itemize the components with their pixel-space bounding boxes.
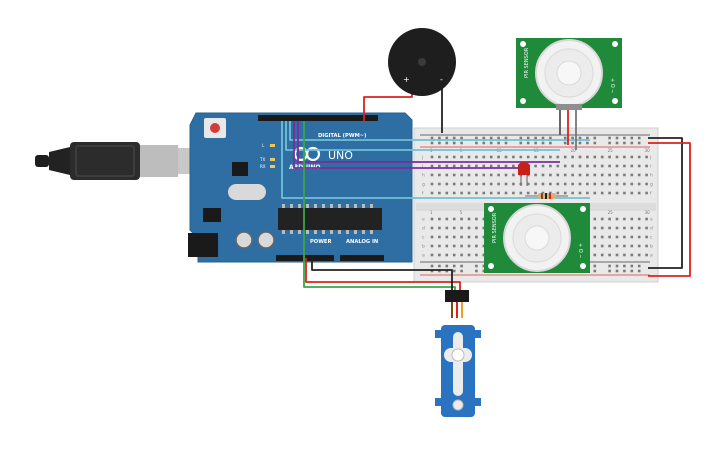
row-letter: g: [422, 183, 425, 188]
power-jack[interactable]: [188, 233, 218, 257]
led-label-l: L: [262, 143, 265, 148]
wire-cyan: [281, 121, 590, 199]
led-indicators: L TX RX: [259, 143, 275, 169]
row-letter: e: [422, 218, 425, 223]
pir-sensor[interactable]: PIR SENSOR + O −: [516, 38, 622, 110]
row-letter: d: [650, 226, 653, 232]
pir-sensor[interactable]: PIR SENSOR + O −: [484, 203, 590, 273]
pir-pins-label: + O −: [609, 78, 615, 94]
led-label-rx: RX: [260, 164, 266, 169]
buzzer-minus-label: -: [440, 75, 443, 84]
row-letter: b: [650, 244, 653, 250]
column-number: 25: [608, 148, 614, 153]
column-number: 30: [645, 210, 651, 215]
row-letter: f: [650, 191, 652, 197]
wires: [281, 84, 691, 298]
digital-header[interactable]: [258, 115, 378, 121]
pir-pins-label: + O −: [577, 243, 583, 259]
atmega-chip: [278, 208, 382, 230]
row-letter: d: [422, 226, 425, 232]
row-letter: j: [421, 155, 423, 161]
pir-label: PIR SENSOR: [524, 47, 530, 78]
row-letter: c: [422, 236, 425, 241]
column-number: 30: [645, 148, 651, 153]
pir-label: PIR SENSOR: [492, 212, 498, 243]
power-header-label: POWER: [310, 239, 331, 245]
column-number: 25: [608, 210, 614, 215]
analog-header[interactable]: [340, 255, 384, 261]
column-number: 1: [430, 210, 433, 215]
row-letter: h: [422, 173, 425, 179]
led-label-tx: TX: [259, 157, 265, 162]
resistor[interactable]: [525, 193, 568, 199]
arduino-uno[interactable]: L TX RX ARDUINO UNO DIGITAL (PWM~) POWER…: [188, 112, 413, 263]
usb-cable: [35, 142, 200, 180]
row-letter: j: [649, 155, 651, 161]
capacitor: [235, 231, 253, 249]
wire-cyan: [289, 121, 590, 141]
digital-header-label: DIGITAL (PWM~): [318, 133, 366, 139]
column-number: 5: [460, 210, 463, 215]
capacitor: [257, 231, 275, 249]
wire-black: [311, 258, 453, 298]
row-letter: a: [422, 254, 425, 259]
arduino-logo: [293, 146, 321, 162]
servo-motor[interactable]: [435, 290, 481, 417]
row-letter: i: [650, 164, 651, 170]
buzzer-plus-label: +: [403, 75, 410, 84]
analog-header-label: ANALOG IN: [346, 239, 378, 245]
row-letter: i: [422, 164, 423, 170]
row-letter: c: [650, 236, 653, 241]
power-header[interactable]: [276, 255, 334, 261]
red-led[interactable]: [518, 161, 530, 187]
arduino-model-text: UNO: [328, 149, 353, 162]
wire-purple: [297, 121, 560, 163]
wire-purple: [293, 121, 520, 169]
wire-red: [648, 142, 691, 277]
row-letter: a: [650, 254, 653, 259]
crystal-oscillator: [228, 184, 266, 200]
row-letter: f: [422, 191, 424, 197]
row-letter: h: [650, 173, 653, 179]
row-letter: g: [650, 183, 653, 188]
row-letter: e: [650, 218, 653, 223]
row-letter: b: [422, 244, 425, 250]
wire-cyan: [285, 121, 560, 151]
wire-black: [648, 137, 683, 269]
column-number: 20: [571, 148, 577, 153]
piezo-buzzer[interactable]: + -: [388, 28, 456, 96]
